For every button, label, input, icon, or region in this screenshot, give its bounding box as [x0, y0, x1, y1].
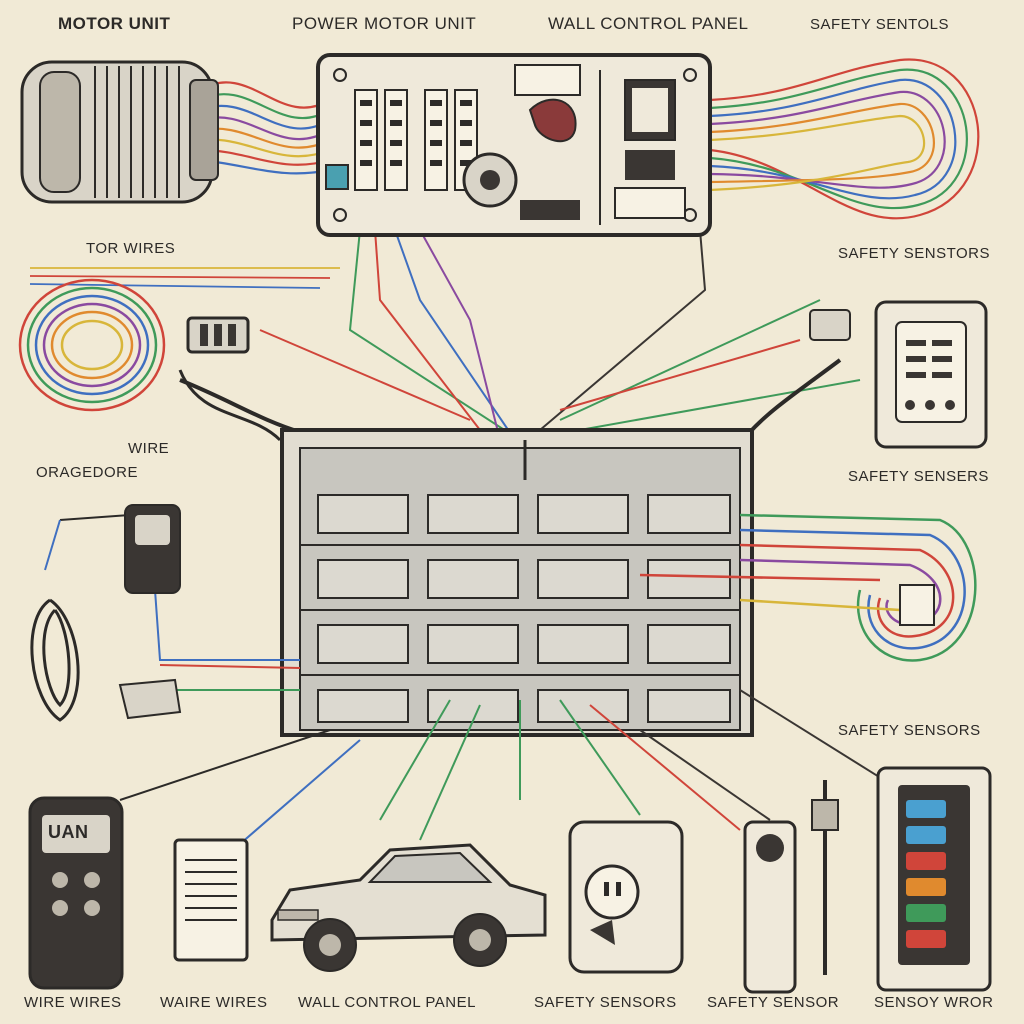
label-wall-control-panel-top: WALL CONTROL PANEL	[548, 14, 749, 33]
label-garage-door-2: ORAGEDORE	[36, 464, 139, 481]
label-sensor-wror: SENSOY WROR	[874, 994, 994, 1011]
rail-bracket-icon	[809, 309, 851, 341]
bottom-wires	[119, 689, 901, 871]
remote-control-icon	[28, 796, 124, 990]
safety-sensor-icon	[743, 820, 797, 994]
motor-wire-bundle	[199, 81, 331, 175]
horizontal-wires	[29, 267, 340, 289]
label-safety-sensors-bottom: SAFETY SENSORS	[534, 994, 677, 1011]
label-safety-sensor-bottom: SAFETY SENSOR	[707, 994, 840, 1011]
control-to-door-wires	[259, 229, 861, 441]
manual-booklet-icon	[173, 838, 249, 962]
label-wire-wires-2: WAIRE WIRES	[160, 994, 268, 1011]
garage-door-icon	[179, 358, 842, 737]
label-safety-sensers: SAFETY SENSERS	[848, 468, 989, 485]
power-outlet-icon	[568, 820, 684, 974]
power-adapter-icon	[124, 504, 181, 594]
label-wall-control-panel: WALL CONTROL PANEL	[298, 994, 476, 1011]
left-cords	[30, 369, 301, 722]
car-icon	[270, 843, 547, 972]
motor-icon	[20, 60, 219, 204]
wall-panel-icon	[874, 300, 988, 449]
plug-icon	[118, 678, 182, 720]
antenna-rod-icon	[811, 780, 839, 975]
label-motor-unit: MOTOR UNIT	[58, 14, 171, 33]
sensor-card-icon	[899, 584, 935, 626]
wire-coil-icon	[18, 278, 166, 412]
label-safety-sentols: SAFETY SENTOLS	[810, 16, 949, 33]
remote-display-text: UAN	[48, 822, 89, 842]
label-safety-sensors-2: SAFETY SENSORS	[838, 722, 981, 739]
label-wire-wires-1: WIRE WIRES	[24, 994, 122, 1011]
control-board-icon	[316, 53, 712, 237]
right-wire-bundle	[709, 58, 980, 220]
label-safety-sensors-1: SAFETY SENSTORS	[838, 245, 990, 262]
label-garage-door-1: WIRE	[128, 440, 170, 457]
label-motor-wires: TOR WIRES	[86, 240, 176, 257]
label-power-motor-unit: POWER MOTOR UNIT	[292, 14, 477, 33]
connector-icon	[186, 316, 250, 354]
fuse-box-icon	[876, 766, 992, 992]
